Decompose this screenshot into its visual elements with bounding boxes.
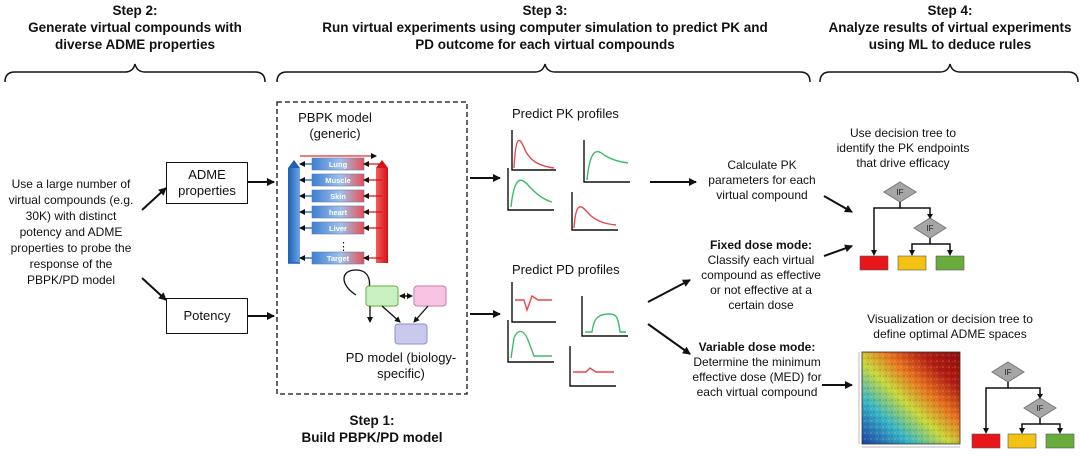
- organ-label: Target: [327, 254, 350, 263]
- step4-header: Step 4: Analyze results of virtual exper…: [825, 2, 1075, 53]
- fixed-dose-title: Fixed dose mode:: [709, 238, 813, 252]
- potency-box: Potency: [166, 298, 248, 334]
- pk-profile-plots: [507, 130, 630, 231]
- step2-header: Step 2: Generate virtual compounds with …: [10, 2, 260, 53]
- fixed-dose-block: Fixed dose mode: Classify each virtual c…: [696, 238, 826, 313]
- leaf-green-2: [1045, 433, 1075, 449]
- leaf-green-1: [935, 255, 965, 271]
- decision-tree-top: [859, 181, 965, 271]
- pd-node-purple: [394, 323, 428, 345]
- calc-pk-text: Calculate PK parameters for each virtual…: [708, 158, 816, 202]
- organ-skin: Skin: [299, 189, 382, 203]
- if-label-4: IF: [1036, 404, 1043, 413]
- step1-footer: Step 1: Build PBPK/PD model: [262, 412, 482, 446]
- if-label-2: IF: [926, 224, 933, 233]
- arrow-pd-to-fixed: [647, 279, 691, 303]
- organ-target: Target: [299, 251, 382, 265]
- arrow-text-to-potency: [141, 277, 167, 301]
- organ-label: heart: [329, 208, 348, 217]
- organ-liver: Liver: [299, 221, 382, 235]
- leaf-red-1: [859, 255, 889, 271]
- pk-plot-4: [571, 192, 618, 231]
- leaf-yellow-2: [1007, 433, 1037, 449]
- variable-dose-block: Variable dose mode: Determine the minimu…: [690, 340, 824, 400]
- potency-label: Potency: [183, 308, 231, 323]
- if-label-1: IF: [896, 188, 903, 197]
- organ-muscle: Muscle: [299, 173, 382, 187]
- decision-tree-text: Use decision tree to identify the PK end…: [836, 126, 970, 170]
- pbpk-organ-diagram: [288, 153, 388, 264]
- predict-pk-label: Predict PK profiles: [512, 106, 619, 121]
- dots-separator: ⋮: [338, 241, 349, 253]
- step4-brace: [819, 63, 1079, 83]
- pd-plot-3: [507, 320, 554, 363]
- step4-title: Step 4:: [927, 3, 973, 18]
- organ-label: Muscle: [325, 176, 350, 185]
- pd-profile-plots: [507, 282, 628, 387]
- pbpk-model-title: PBPK model (generic): [298, 110, 372, 141]
- step2-brace: [4, 63, 266, 83]
- left-description: Use a large number of virtual compounds …: [8, 177, 134, 287]
- fixed-dose-text: Classify each virtual compound as effect…: [701, 253, 821, 312]
- arrow-text-to-adme: [141, 187, 167, 211]
- organ-label: Lung: [329, 160, 348, 169]
- if-label-3: IF: [1004, 368, 1011, 377]
- step3-brace: [276, 63, 811, 83]
- step2-title: Step 2:: [112, 3, 158, 18]
- pbpk-pd-model-container: [276, 101, 468, 395]
- step3-header: Step 3: Run virtual experiments using co…: [320, 2, 770, 53]
- step4-subtitle: Analyze results of virtual experiments u…: [828, 20, 1072, 52]
- adme-properties-label: ADME properties: [178, 167, 236, 198]
- step1-subtitle: Build PBPK/PD model: [301, 430, 443, 445]
- visualization-text: Visualization or decision tree to define…: [867, 312, 1033, 341]
- organ-lung: Lung: [299, 157, 382, 171]
- organ-heart: heart: [299, 205, 382, 219]
- pd-model-label: PD model (biology-specific): [345, 350, 457, 381]
- step2-subtitle: Generate virtual compounds with diverse …: [28, 20, 242, 52]
- leaf-red-2: [971, 433, 1001, 449]
- arrow-pd-to-variable: [647, 323, 691, 355]
- pd-plot-1: [511, 282, 556, 323]
- adme-properties-box: ADME properties: [166, 162, 248, 204]
- adme-heatmap: [858, 351, 961, 448]
- variable-dose-title: Variable dose mode:: [698, 340, 816, 354]
- pd-plot-2: [581, 296, 628, 337]
- arrow-fixed-to-tree: [823, 244, 853, 257]
- pd-node-green: [365, 285, 399, 307]
- pd-network: [343, 269, 447, 345]
- venous-blood-bar: [288, 168, 300, 263]
- step1-title: Step 1:: [349, 413, 395, 428]
- pd-plot-4: [569, 346, 616, 387]
- leaf-yellow-1: [897, 255, 927, 271]
- predict-pd-label: Predict PD profiles: [512, 262, 620, 277]
- organ-label: Liver: [329, 224, 347, 233]
- step3-title: Step 3:: [522, 3, 568, 18]
- pk-plot-1: [511, 130, 556, 171]
- step3-subtitle: Run virtual experiments using computer s…: [322, 20, 768, 52]
- arterial-blood-bar: [376, 168, 388, 263]
- decision-tree-bottom: [971, 361, 1075, 449]
- pd-node-pink: [413, 285, 447, 307]
- organ-label: Skin: [330, 192, 346, 201]
- pk-plot-3: [507, 168, 554, 211]
- arrow-calc-to-tree: [823, 195, 853, 213]
- variable-dose-text: Determine the minimum effective dose (ME…: [692, 355, 822, 399]
- pk-plot-2: [583, 140, 630, 183]
